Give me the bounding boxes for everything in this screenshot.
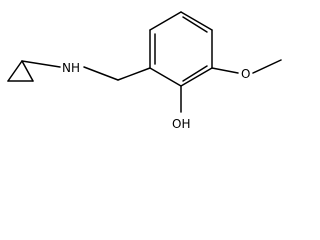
c-o-methoxy-bond bbox=[211, 67, 239, 74]
cyclopropyl-bond bbox=[21, 60, 34, 82]
ring-bond bbox=[180, 11, 213, 31]
ring-double-bond bbox=[182, 65, 208, 82]
chemical-structure-diagram: NH OH O bbox=[7, 11, 282, 131]
methoxy-oxygen-label: O bbox=[241, 67, 250, 81]
cyclopropyl-bond bbox=[7, 60, 23, 82]
ch2-ring-bond bbox=[117, 67, 151, 81]
ring-bond bbox=[180, 67, 213, 87]
ring-bond bbox=[149, 11, 182, 31]
hydroxyl-label: OH bbox=[172, 117, 190, 131]
cyclopropyl-ring bbox=[7, 60, 34, 82]
o-methyl-bond bbox=[252, 59, 282, 74]
ring-double-bond bbox=[182, 16, 208, 33]
n-ch2-bond bbox=[83, 66, 119, 81]
benzene-ring bbox=[149, 11, 213, 87]
ring-bond bbox=[149, 67, 182, 87]
cyclopropyl-n-bond bbox=[21, 60, 61, 68]
amine-label: NH bbox=[62, 61, 80, 75]
